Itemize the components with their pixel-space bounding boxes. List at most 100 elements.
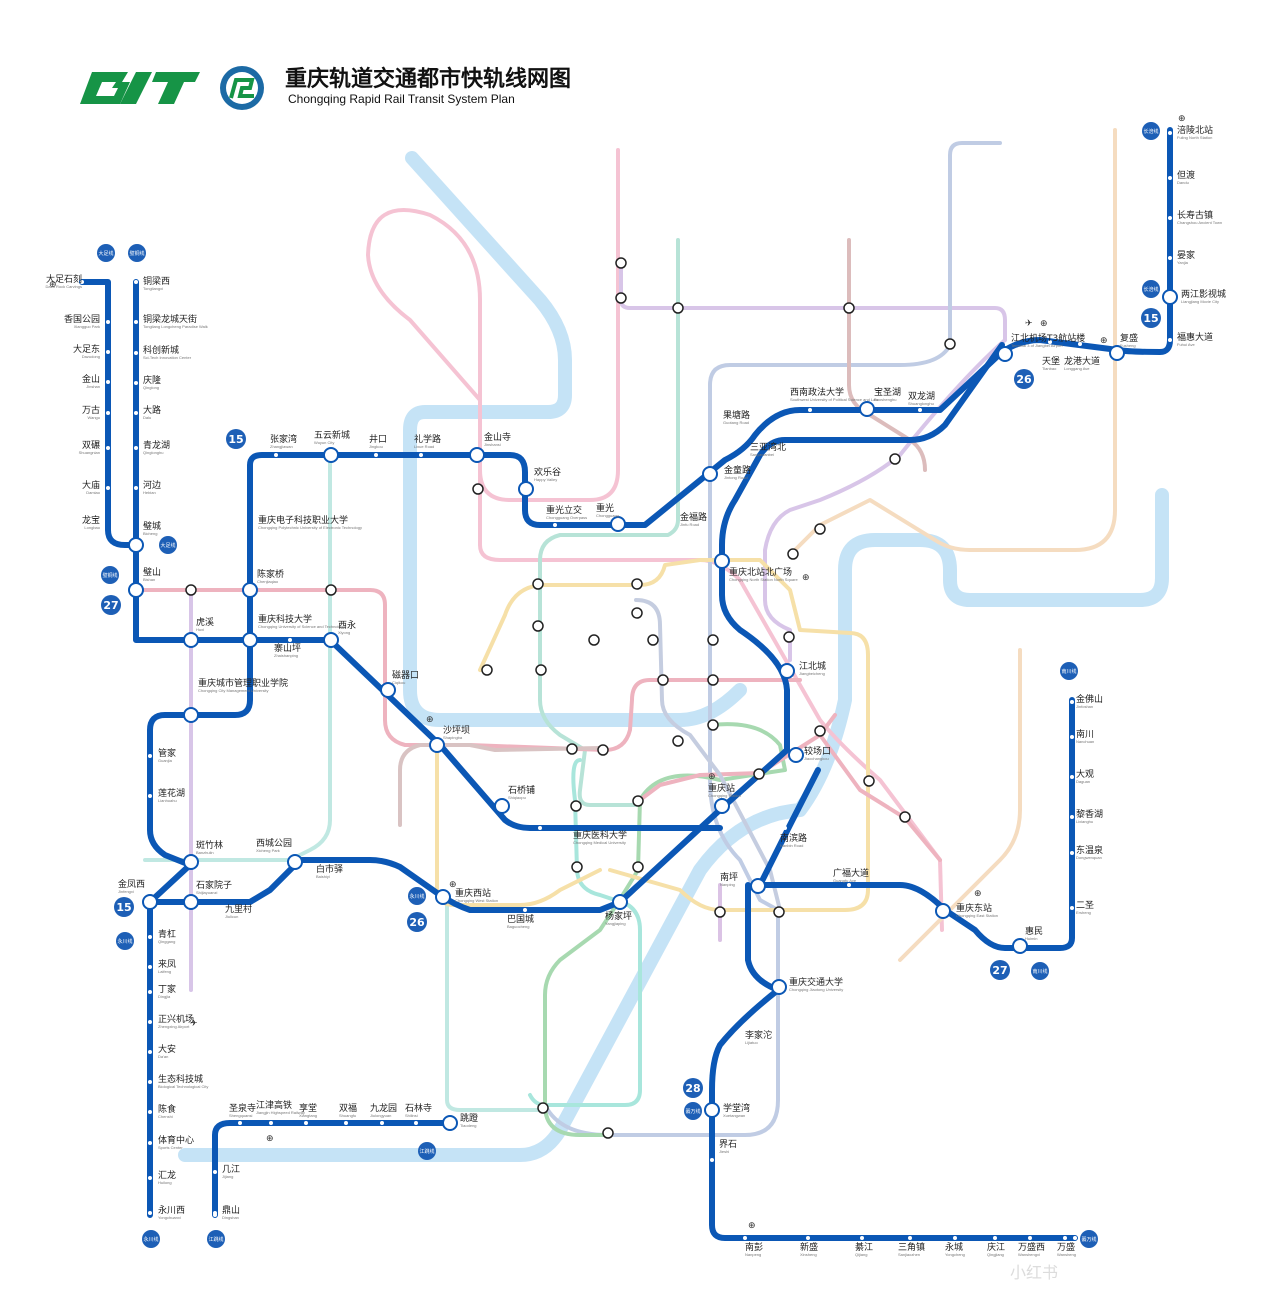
station-name: 两江影视城 <box>1181 288 1226 300</box>
station-name: 三角镇 <box>898 1241 925 1253</box>
station-name: 管家 <box>158 747 176 759</box>
airport-icon: ✈ <box>190 1019 198 1029</box>
tag-bitong: 璧铜线 <box>128 244 146 262</box>
station-name: 大安 <box>158 1043 176 1055</box>
station-name: 重庆电子科技职业大学 <box>258 514 348 526</box>
metro-lines <box>138 128 1117 1137</box>
svg-text:南川线: 南川线 <box>1061 668 1076 675</box>
station-name: 白市驿 <box>316 863 343 875</box>
station-name-en: Guotang Road <box>723 420 749 425</box>
station-name: 跳蹬 <box>460 1112 478 1124</box>
station-name-en: Jiangjin Highspeed Railway <box>256 1110 305 1115</box>
svg-text:26: 26 <box>409 916 425 929</box>
train-icon: ⊕ <box>802 573 810 583</box>
station-name-en: Huxi <box>196 627 204 632</box>
station-name: 青龙湖 <box>143 439 170 451</box>
svg-text:永川线: 永川线 <box>143 1236 158 1243</box>
station-name: 南坪 <box>720 871 738 883</box>
station-name: 体育中心 <box>158 1134 194 1146</box>
station-name: 学堂湾 <box>723 1102 750 1114</box>
station-name-en: Jiangbeicheng <box>799 671 825 676</box>
station-name-en: Xiangguo Park <box>74 324 100 329</box>
station-name-en: Chenjiaqiao <box>257 579 279 584</box>
station-name: 永城 <box>945 1241 963 1253</box>
station-name-en: Baguocheng <box>507 924 529 929</box>
station-name: 庆江 <box>987 1241 1005 1253</box>
station-name-en: Nanpeng <box>745 1252 761 1257</box>
station-name: 重庆医科大学 <box>573 829 627 841</box>
tag-yongchuan-2: 永川线 <box>116 932 134 950</box>
station-name-en: Jijiang <box>222 1174 233 1179</box>
station-name-en: Biological Technological City <box>158 1084 208 1089</box>
station-name: 金凤西 <box>118 878 145 890</box>
metro-line-brown <box>398 743 602 827</box>
yangtze-river <box>178 488 1169 1162</box>
tag-jiangjin-1: 江跳线 <box>418 1142 436 1160</box>
station-name: 杨家坪 <box>605 910 632 922</box>
station-name-en: Chongguang Overpass <box>546 515 587 520</box>
metro-line-mint <box>538 238 680 807</box>
station-name: 鼎山 <box>222 1205 240 1216</box>
station-name-en: Bicheng <box>143 531 157 536</box>
station-name: 但渡 <box>1177 169 1195 181</box>
station-name: 李家沱 <box>745 1029 772 1041</box>
station-name-en: Jintong Road <box>724 475 748 480</box>
station-name-en: Yongcheng <box>945 1252 965 1257</box>
tag-changfu-1: 长涪线 <box>1142 122 1160 140</box>
station-name-en: Jiulicun <box>225 914 238 919</box>
station-name-en: Banzhulin <box>196 850 214 855</box>
station-name-en: Liangjiang Movie City <box>1181 299 1219 304</box>
express-transfers <box>128 289 1178 1131</box>
station-name: 享堂 <box>299 1102 317 1114</box>
station-name-en: Chongqing Polytechnic University of Elec… <box>258 525 362 530</box>
svg-text:綦万线: 綦万线 <box>685 1108 700 1115</box>
station-name-en: Nanbin Road <box>780 843 803 848</box>
station-name: 新盛 <box>800 1241 818 1253</box>
station-name: 天堡 <box>1042 355 1060 367</box>
station-name-en: Xicheng Park <box>256 848 280 853</box>
page-title: 重庆轨道交通都市快轨线网图 <box>285 66 571 92</box>
metro-interchanges <box>185 257 956 1139</box>
train-icon: ⊕ <box>748 1221 756 1231</box>
station-name: 金山 <box>82 373 100 385</box>
express-line-15 <box>247 127 1173 593</box>
express-line-28 <box>709 987 1078 1241</box>
badge-28: 28 <box>683 1078 703 1098</box>
station-name-en: Wansheng <box>1057 1252 1076 1257</box>
station-name-en: Yanjia <box>1177 260 1189 265</box>
station-name-en: Longbao <box>84 525 100 530</box>
station-name-en: Guangfu Ave <box>833 878 857 883</box>
station-name-en: Wangu <box>87 415 100 420</box>
station-name: 陈食 <box>158 1103 176 1115</box>
station-name: 西永 <box>338 619 356 631</box>
station-name: 万盛西 <box>1018 1241 1045 1253</box>
station-name-en: Shuangnian <box>79 450 100 455</box>
station-name: 綦江 <box>855 1241 873 1253</box>
station-name: 重庆科技大学 <box>258 613 312 625</box>
station-name-en: Southwest University of Political Scienc… <box>790 397 878 402</box>
station-name: 重光立交 <box>546 504 582 516</box>
